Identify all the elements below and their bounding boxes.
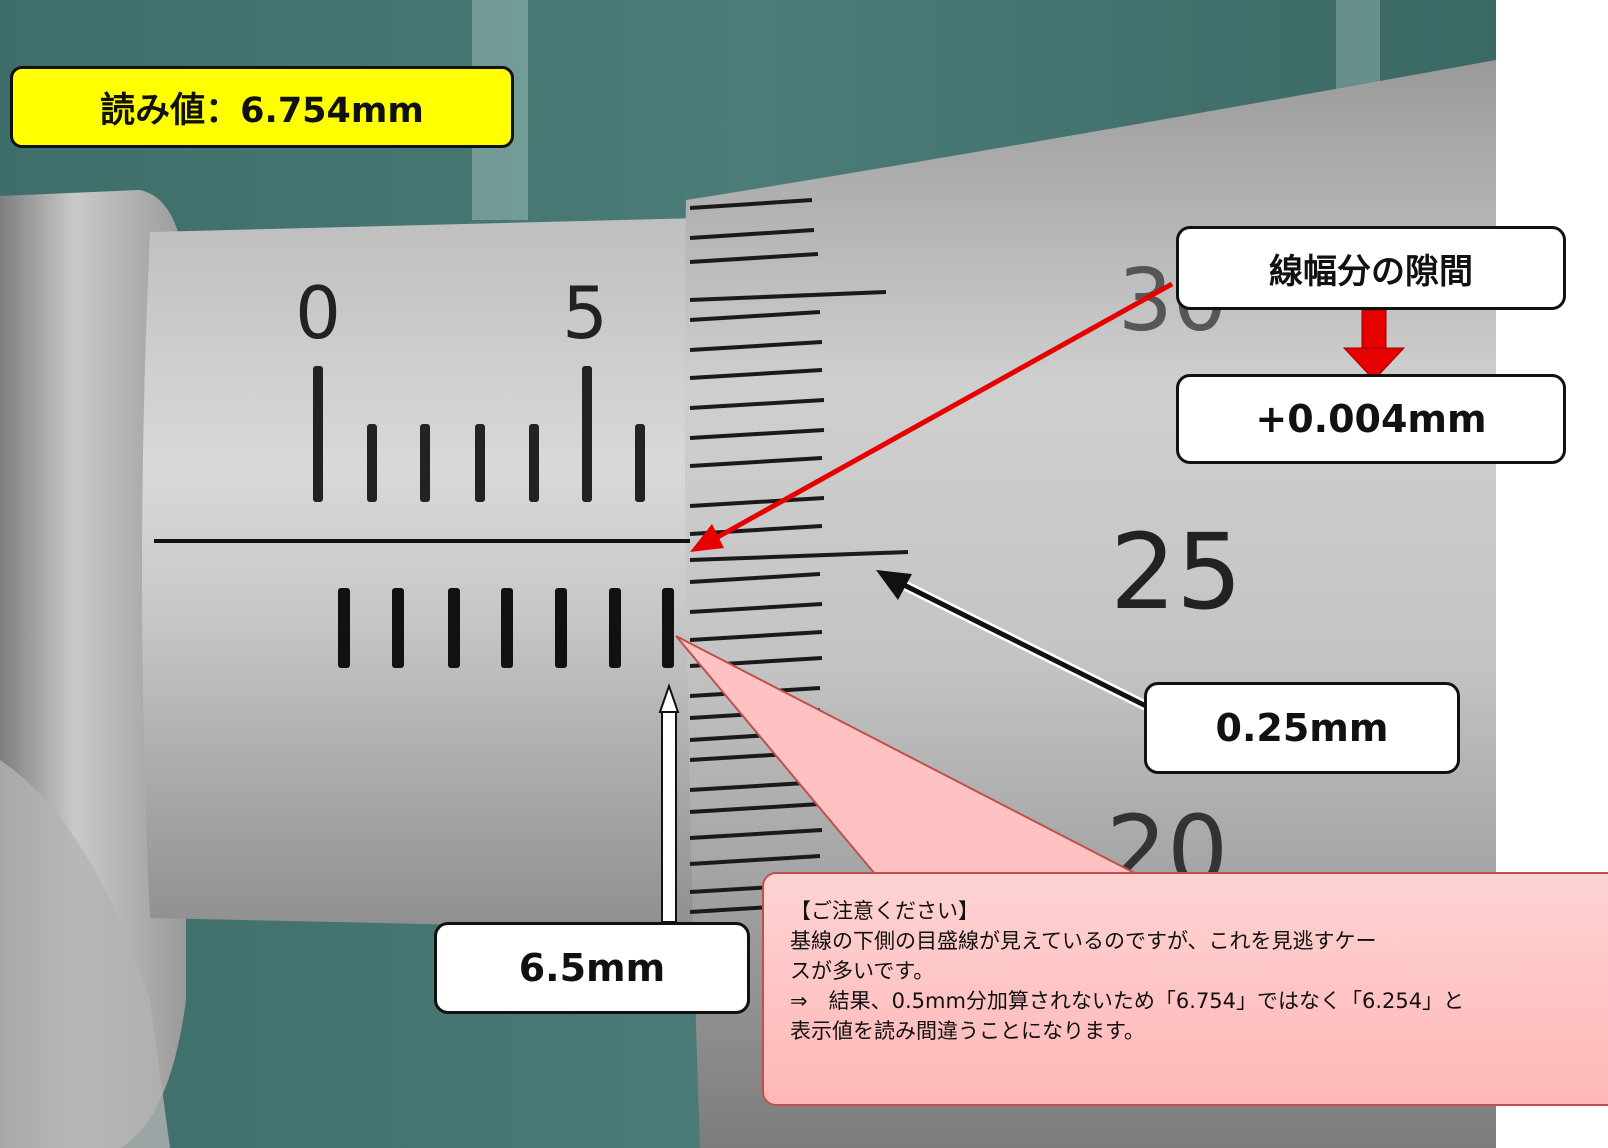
gap-arrow-line (714, 281, 1174, 541)
sleeve-number-0: 0 (295, 271, 341, 355)
sleeve-tick (313, 366, 323, 502)
down-arrow-shaft (1361, 309, 1387, 351)
sleeve-tick (475, 424, 485, 502)
thimble-tick (689, 456, 823, 468)
thimble-tick (689, 198, 813, 210)
thimble-tick (689, 252, 819, 264)
sleeve-lower-ticks (338, 588, 674, 668)
gap-value-label: +0.004mm (1176, 374, 1566, 464)
sleeve-reading-label: 6.5mm (434, 922, 750, 1014)
thimble-tick (689, 228, 815, 240)
thimble-tick (689, 368, 823, 380)
thimble-reading-label: 0.25mm (1144, 682, 1460, 774)
sleeve-tick (501, 588, 513, 668)
sleeve-tick (635, 424, 645, 502)
sleeve-tick (555, 588, 567, 668)
thimble-number-25: 25 (1110, 511, 1242, 633)
thimble-tick (689, 828, 823, 840)
caution-line: 表示値を読み間違うことになります。 (790, 1019, 1145, 1043)
sleeve-upper-ticks (313, 366, 645, 502)
caution-line: ⇒ 結果、0.5mm分加算されないため「6.754」ではなく「6.254」と (790, 989, 1465, 1013)
sleeve (142, 218, 700, 930)
caution-note: 【ご注意ください】 基線の下側の目盛線が見えているのですが、これを見逃すケー ス… (762, 872, 1608, 1106)
thimble-tick (689, 550, 909, 562)
caution-heading: 【ご注意ください】 (790, 899, 979, 923)
thimble-tick (689, 290, 887, 302)
thimble-tick (689, 572, 821, 584)
sleeve-arrowhead (658, 682, 680, 713)
thimble-tick (689, 340, 823, 352)
thimble-tick (689, 630, 823, 642)
sleeve-tick (448, 588, 460, 668)
thimble-tick (689, 802, 821, 814)
thimble-tick (689, 854, 821, 866)
sleeve-tick (367, 424, 377, 502)
sleeve-tick (338, 588, 350, 668)
sleeve-tick (609, 588, 621, 668)
reading-value-label: 読み値：6.754mm (10, 66, 514, 148)
caution-line: スが多いです。 (790, 959, 935, 983)
thimble-tick (689, 310, 821, 322)
gap-arrowhead (690, 524, 724, 552)
line-gap-label: 線幅分の隙間 (1176, 226, 1566, 310)
frame-lower (0, 760, 170, 1148)
thimble-tick (689, 398, 825, 410)
thimble-arrow-line (900, 581, 1148, 709)
down-arrow-head (1342, 347, 1406, 381)
sleeve-tick (529, 424, 539, 502)
thimble-arrowhead (876, 570, 912, 600)
sleeve-tick (392, 588, 404, 668)
sleeve-tick (420, 424, 430, 502)
thimble-tick (689, 602, 823, 614)
thimble-tick (689, 428, 825, 440)
sleeve-arrow-shaft (661, 707, 677, 923)
sleeve-number-5: 5 (562, 271, 608, 355)
sleeve-tick (582, 366, 592, 502)
sleeve-tick (662, 588, 674, 668)
caution-line: 基線の下側の目盛線が見えているのですが、これを見逃すケー (790, 929, 1377, 953)
thimble-tick (689, 496, 825, 508)
